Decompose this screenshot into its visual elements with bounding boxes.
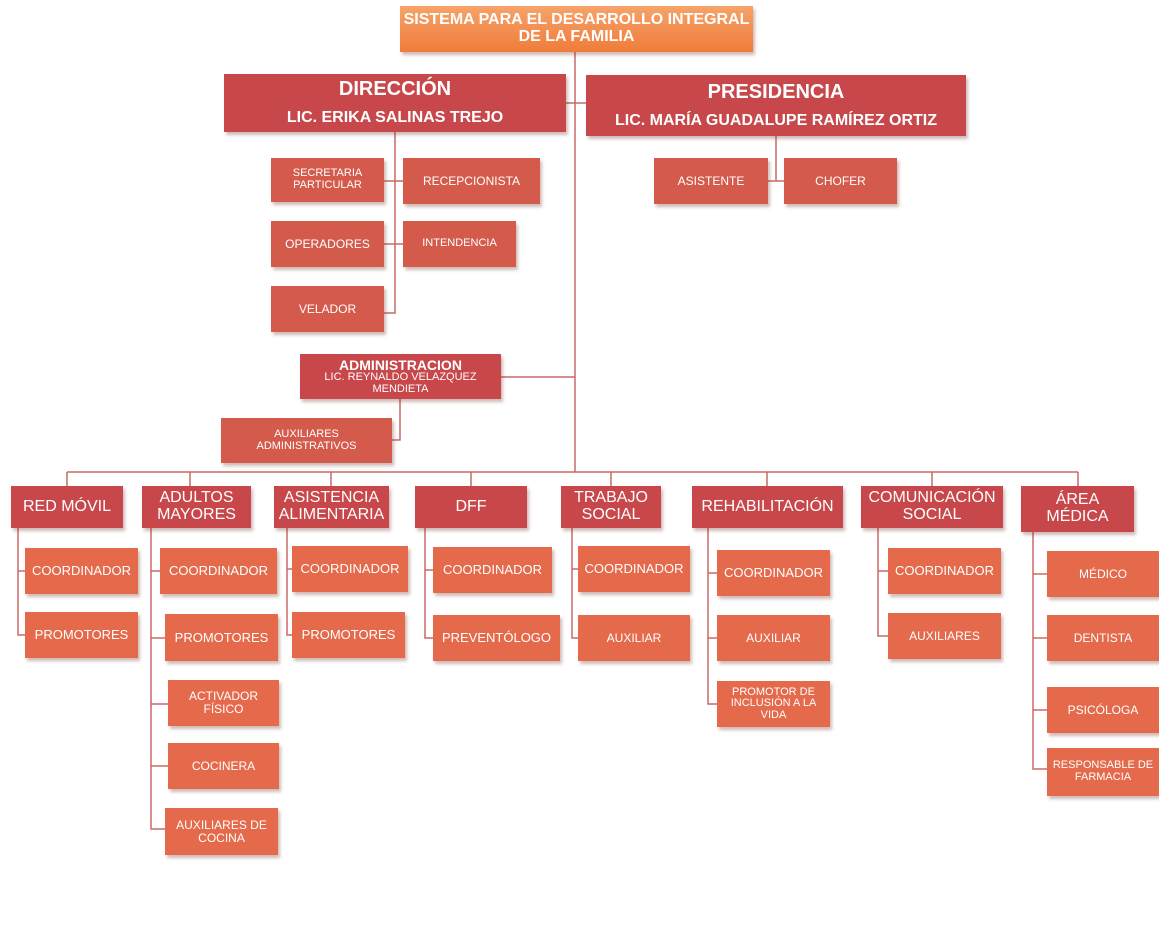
role-box: RESPONSABLE DE FARMACIA <box>1047 748 1159 796</box>
area-header-label: ADULTOS MAYORES <box>157 489 236 523</box>
role-label: AUXILIAR <box>746 630 801 645</box>
role-label: AUXILIARES <box>909 628 980 643</box>
role-label: AUXILIARES DE COCINA <box>176 817 267 845</box>
role-label: PREVENTÓLOGO <box>441 630 552 646</box>
role-box: COORDINADOR <box>292 546 408 592</box>
recepcionista-label: RECEPCIONISTA <box>422 173 521 188</box>
root-title: SISTEMA PARA EL DESARROLLO INTEGRAL DE L… <box>403 11 750 45</box>
role-box: COORDINADOR <box>25 548 138 594</box>
intendencia-label: INTENDENCIA <box>422 237 497 250</box>
area-header-label: DFF <box>455 497 487 515</box>
role-label: PROMOTORES <box>301 627 396 643</box>
role-label: COORDINADOR <box>443 562 542 578</box>
role-box: AUXILIAR <box>578 615 690 661</box>
secretaria-box: SECRETARIA PARTICULAR <box>271 158 384 202</box>
role-box: PSICÓLOGA <box>1047 687 1159 733</box>
role-box: ACTIVADOR FÍSICO <box>168 680 279 726</box>
role-label: RESPONSABLE DE FARMACIA <box>1052 759 1154 783</box>
role-label: MÉDICO <box>1079 566 1127 581</box>
area-header-trabajo-social: TRABAJO SOCIAL <box>561 486 661 528</box>
role-label: COORDINADOR <box>895 563 994 579</box>
area-header-asistencia-alimentaria: ASISTENCIA ALIMENTARIA <box>274 486 389 528</box>
operadores-box: OPERADORES <box>271 221 384 267</box>
intendencia-box: INTENDENCIA <box>403 221 516 267</box>
role-label: COORDINADOR <box>584 561 684 577</box>
asistente-box: ASISTENTE <box>654 158 768 204</box>
role-box: PROMOTOR DE INCLUSIÓN A LA VIDA <box>717 681 830 727</box>
operadores-label: OPERADORES <box>285 236 370 251</box>
role-label: COORDINADOR <box>169 563 268 579</box>
area-header-label: RED MÓVIL <box>22 497 111 515</box>
role-label: PROMOTORES <box>34 627 129 643</box>
area-header-label: ASISTENCIA ALIMENTARIA <box>278 489 385 523</box>
role-box: AUXILIAR <box>717 615 830 661</box>
role-label: COORDINADOR <box>300 561 400 577</box>
root-box: SISTEMA PARA EL DESARROLLO INTEGRAL DE L… <box>400 6 753 52</box>
role-box: PROMOTORES <box>165 614 278 661</box>
role-box: AUXILIARES <box>888 613 1001 659</box>
role-box: AUXILIARES DE COCINA <box>165 808 278 855</box>
role-box: PROMOTORES <box>292 612 405 658</box>
direccion-title: DIRECCIÓN <box>338 78 452 101</box>
role-box: COCINERA <box>168 743 279 789</box>
role-box: COORDINADOR <box>888 548 1001 594</box>
area-header-rehabilitacion: REHABILITACIÓN <box>692 486 843 528</box>
role-label: COCINERA <box>191 758 256 773</box>
presidencia-title: PRESIDENCIA <box>707 80 845 103</box>
recepcionista-box: RECEPCIONISTA <box>403 158 540 204</box>
velador-label: VELADOR <box>298 301 357 316</box>
area-header-label: REHABILITACIÓN <box>701 497 834 515</box>
direccion-box: DIRECCIÓN LIC. ERIKA SALINAS TREJO <box>224 74 566 132</box>
role-box: COORDINADOR <box>717 550 830 596</box>
chofer-label: CHOFER <box>815 173 866 188</box>
area-header-label: TRABAJO SOCIAL <box>574 489 648 523</box>
area-header-area-medica: ÁREA MÉDICA <box>1021 486 1134 532</box>
asistente-label: ASISTENTE <box>677 173 745 188</box>
role-box: PREVENTÓLOGO <box>433 615 560 661</box>
role-box: COORDINADOR <box>433 547 552 593</box>
area-header-adultos-mayores: ADULTOS MAYORES <box>142 486 251 528</box>
role-label: PSICÓLOGA <box>1067 702 1139 717</box>
role-label: PROMOTORES <box>174 629 269 645</box>
chofer-box: CHOFER <box>784 158 897 204</box>
role-box: DENTISTA <box>1047 615 1159 661</box>
role-box: COORDINADOR <box>578 546 690 592</box>
area-header-dff: DFF <box>415 486 527 528</box>
role-box: COORDINADOR <box>160 548 277 594</box>
area-header-label: COMUNICACIÓN SOCIAL <box>868 489 996 523</box>
administracion-box: ADMINISTRACION LIC. REYNALDO VELAZQUEZ M… <box>300 354 501 399</box>
secretaria-label: SECRETARIA PARTICULAR <box>292 167 363 191</box>
role-label: COORDINADOR <box>32 563 131 579</box>
role-label: ACTIVADOR FÍSICO <box>188 689 259 716</box>
area-header-red-movil: RED MÓVIL <box>11 486 123 528</box>
auxiliares-administrativos-label: AUXILIARES ADMINISTRATIVOS <box>256 427 357 452</box>
auxiliares-administrativos-box: AUXILIARES ADMINISTRATIVOS <box>221 418 392 463</box>
direccion-name: LIC. ERIKA SALINAS TREJO <box>286 109 504 127</box>
role-label: AUXILIAR <box>606 630 662 645</box>
administracion-title: ADMINISTRACION <box>339 356 462 373</box>
presidencia-box: PRESIDENCIA LIC. MARÍA GUADALUPE RAMÍREZ… <box>586 75 966 136</box>
role-label: COORDINADOR <box>724 565 823 581</box>
role-label: DENTISTA <box>1073 630 1133 645</box>
area-header-comunicacion-social: COMUNICACIÓN SOCIAL <box>861 486 1003 528</box>
area-header-label: ÁREA MÉDICA <box>1046 491 1109 525</box>
role-label: PROMOTOR DE INCLUSIÓN A LA VIDA <box>730 685 817 721</box>
presidencia-name: LIC. MARÍA GUADALUPE RAMÍREZ ORTIZ <box>614 111 938 129</box>
role-box: PROMOTORES <box>25 612 138 658</box>
velador-box: VELADOR <box>271 286 384 332</box>
administracion-name: LIC. REYNALDO VELAZQUEZ MENDIETA <box>324 371 477 395</box>
role-box: MÉDICO <box>1047 551 1159 597</box>
